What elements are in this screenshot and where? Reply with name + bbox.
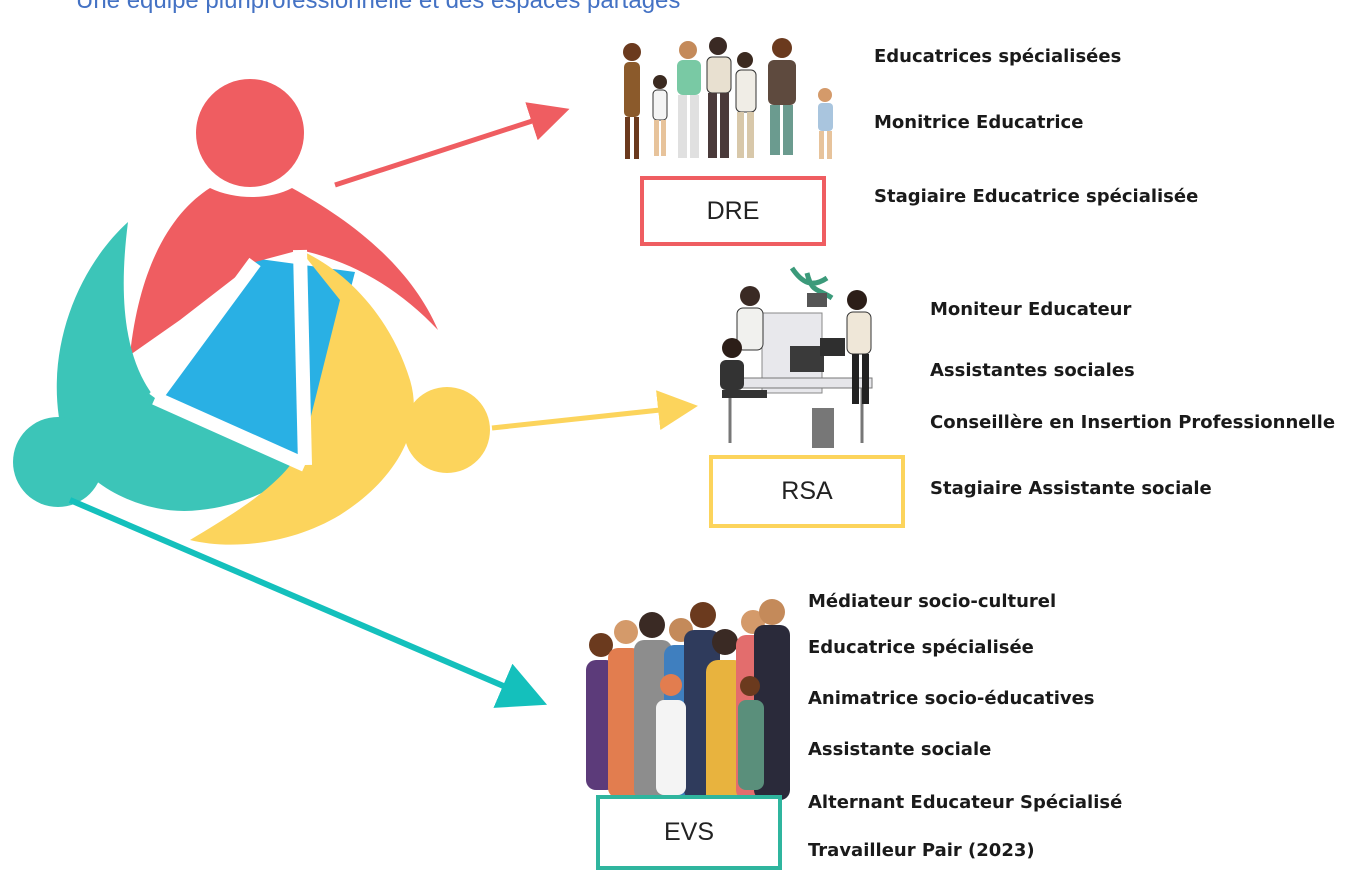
community-logo bbox=[13, 79, 490, 545]
logo-teal-head bbox=[13, 417, 103, 507]
list-item: Stagiaire Educatrice spécialisée bbox=[874, 186, 1199, 207]
logo-yellow-head bbox=[404, 387, 490, 473]
arrow-to-dre bbox=[334, 102, 570, 188]
list-item: Alternant Educateur Spécialisé bbox=[808, 792, 1123, 813]
list-item: Educatrice spécialisée bbox=[808, 637, 1034, 658]
evs-label-box: EVS bbox=[596, 795, 782, 870]
list-item: Animatrice socio-éducatives bbox=[808, 688, 1095, 709]
logo-yellow-figure bbox=[190, 250, 414, 545]
office-workers-illustration bbox=[720, 266, 873, 448]
family-group-illustration bbox=[623, 37, 833, 159]
rsa-label-box: RSA bbox=[709, 455, 905, 528]
page-title: Une équipe pluriprofessionnelle et des e… bbox=[76, 0, 681, 14]
list-item: Stagiaire Assistante sociale bbox=[930, 478, 1212, 499]
arrow-to-rsa bbox=[491, 390, 698, 431]
list-item: Assistante sociale bbox=[808, 739, 992, 760]
list-item: Conseillère en Insertion Professionnelle bbox=[930, 412, 1336, 433]
list-item: Educatrices spécialisées bbox=[874, 46, 1122, 67]
diverse-crowd-illustration bbox=[586, 599, 790, 820]
list-item: Moniteur Educateur bbox=[930, 299, 1132, 320]
list-item: Travailleur Pair (2023) bbox=[808, 840, 1035, 861]
arrow-to-evs bbox=[68, 497, 548, 708]
logo-red-figure bbox=[130, 188, 438, 355]
list-item: Monitrice Educatrice bbox=[874, 112, 1084, 133]
list-item: Médiateur socio-culturel bbox=[808, 591, 1057, 612]
dre-label-box: DRE bbox=[640, 176, 826, 246]
list-item: Assistantes sociales bbox=[930, 360, 1135, 381]
logo-red-head bbox=[196, 79, 304, 187]
